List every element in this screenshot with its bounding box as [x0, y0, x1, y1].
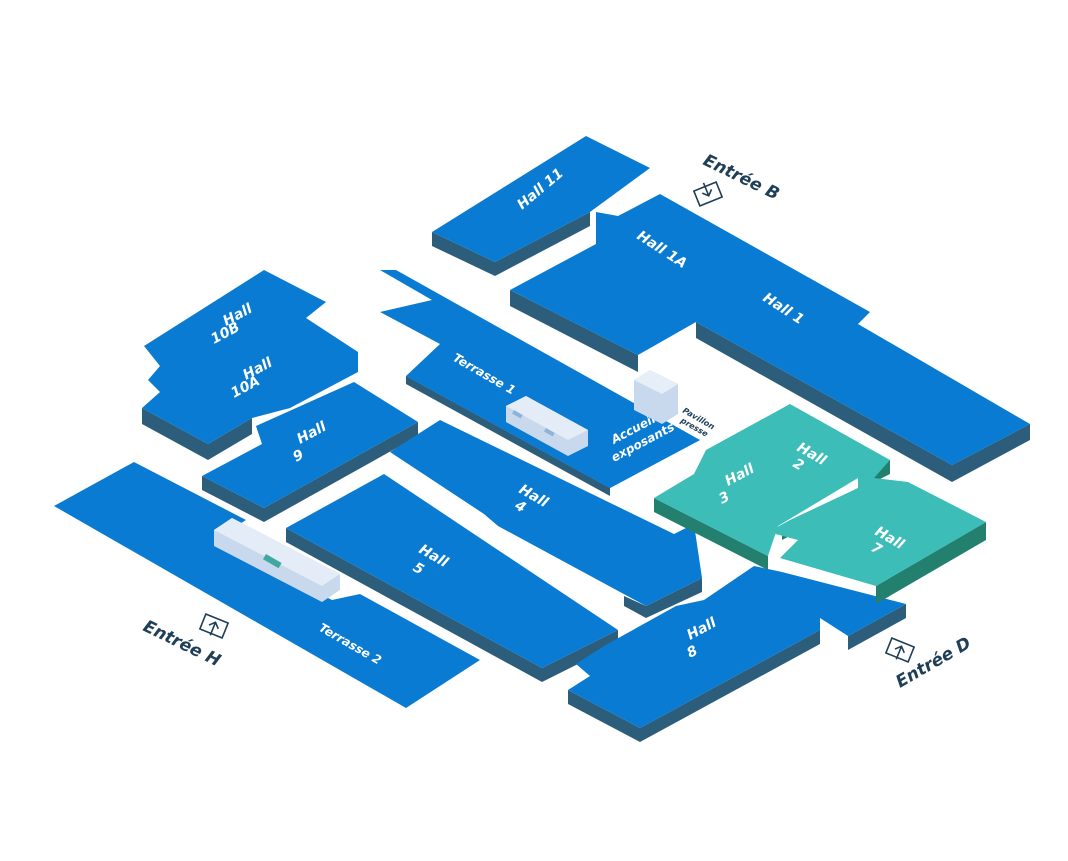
hall-11[interactable]: Hall 11 — [432, 136, 650, 276]
entrance-d-icon — [884, 637, 916, 663]
hall-5[interactable]: Hall 5 — [286, 474, 618, 682]
entrance-b[interactable]: Entrée B — [692, 151, 782, 207]
hall-9[interactable]: Hall 9 — [202, 382, 418, 522]
terrasse-2-building — [214, 518, 340, 602]
hall-8[interactable]: Hall 8 — [568, 566, 906, 742]
terrasse-2: Terrasse 2 — [54, 462, 480, 708]
hall-4[interactable]: Hall 4 — [390, 420, 702, 618]
accueil-exposants-building — [506, 396, 588, 456]
hall-2-3-7-highlight[interactable]: Hall 2 Hall 3 Hall 7 — [654, 404, 986, 604]
hall-1-1a[interactable]: Hall 1A Hall 1 — [510, 194, 1030, 482]
entrance-h[interactable]: Entrée H — [140, 613, 230, 671]
entrance-d-label: Entrée D — [893, 633, 975, 692]
hall-10[interactable]: Hall 10B Hall 10A — [142, 270, 358, 460]
entrance-b-icon — [692, 181, 724, 207]
entrance-d[interactable]: Entrée D — [884, 633, 975, 692]
entrance-h-icon — [198, 613, 230, 639]
